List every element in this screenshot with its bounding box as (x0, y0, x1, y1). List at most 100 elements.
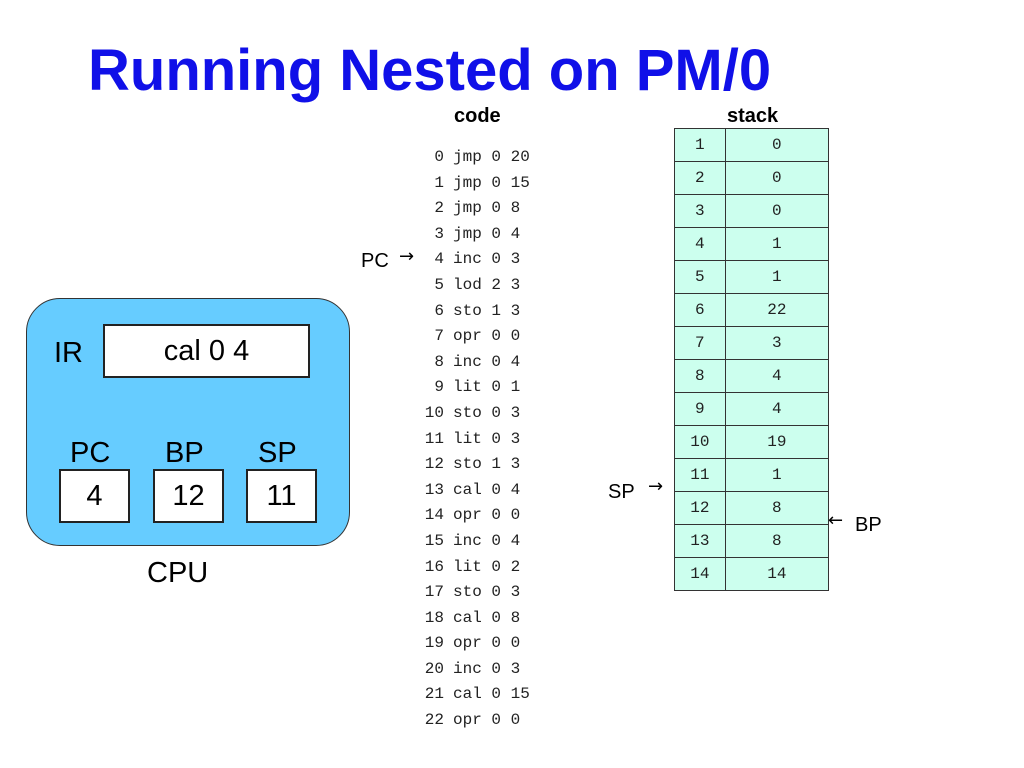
code-instruction: jmp 0 4 (453, 224, 521, 243)
stack-value: 22 (724, 293, 830, 327)
stack-index: 1 (674, 128, 726, 162)
stack-value: 8 (724, 524, 830, 558)
code-line-number: 0 (434, 148, 444, 166)
code-line: 0 jmp 0 20 (414, 145, 530, 171)
code-line-number: 17 (424, 583, 444, 602)
code-instruction: sto 1 3 (453, 301, 521, 320)
stack-index: 7 (674, 326, 726, 360)
ir-register-label: IR (54, 337, 83, 369)
code-instruction: opr 0 0 (453, 711, 521, 730)
code-line-number: 10 (424, 403, 444, 422)
stack-index: 5 (674, 260, 726, 294)
code-instruction: inc 0 3 (453, 659, 521, 678)
stack-bp-pointer-label: BP (855, 514, 882, 536)
stack-index: 12 (674, 491, 726, 525)
code-line-number: 5 (434, 275, 444, 294)
stack-value: 8 (724, 491, 830, 525)
code-line: 2 jmp 0 8 (414, 196, 530, 222)
stack-value: 19 (724, 425, 830, 459)
code-instruction: inc 0 4 (453, 531, 521, 550)
code-instruction: lit 0 1 (453, 378, 521, 397)
stack-index: 13 (674, 524, 726, 558)
code-line: 21 cal 0 15 (414, 682, 530, 708)
pc-register-value: 4 (59, 469, 130, 523)
stack-sp-arrow-icon: → (648, 476, 664, 497)
code-instruction: cal 0 8 (453, 608, 521, 627)
stack-heading: stack (727, 105, 779, 127)
code-line-number: 20 (424, 659, 444, 678)
code-instruction: sto 1 3 (453, 455, 521, 474)
code-line-number: 3 (434, 224, 444, 243)
stack-index: 14 (674, 557, 726, 591)
code-line: 6 sto 1 3 (414, 299, 530, 325)
ir-register-value: cal 0 4 (103, 324, 310, 378)
bp-register-label: BP (165, 437, 204, 469)
pc-register-label: PC (70, 437, 111, 469)
code-instruction: jmp 0 15 (453, 173, 530, 192)
code-instruction: cal 0 15 (453, 685, 530, 704)
stack-index: 2 (674, 161, 726, 195)
code-instruction: opr 0 0 (453, 634, 521, 653)
stack-value: 1 (724, 458, 830, 492)
stack-sp-pointer-label: SP (608, 481, 635, 503)
sp-register-label: SP (258, 437, 297, 469)
stack-index: 3 (674, 194, 726, 228)
stack-value: 1 (724, 260, 830, 294)
stack-index: 10 (674, 425, 726, 459)
stack-index: 11 (674, 458, 726, 492)
code-line: 3 jmp 0 4 (414, 222, 530, 248)
code-line-number: 22 (424, 711, 444, 730)
stack-value: 0 (724, 128, 830, 162)
stack-value: 3 (724, 326, 830, 360)
page-title: Running Nested on PM/0 (88, 38, 772, 103)
code-line: 22 opr 0 0 (414, 708, 530, 734)
code-heading: code (454, 105, 501, 127)
code-pc-pointer-label: PC (361, 250, 389, 272)
code-line-number: 16 (424, 557, 444, 576)
stack-value: 1 (724, 227, 830, 261)
stack-value: 0 (724, 194, 830, 228)
code-pc-arrow-icon: → (399, 246, 415, 267)
stack-value: 14 (724, 557, 830, 591)
code-instruction: jmp 0 8 (453, 199, 521, 218)
code-instruction: jmp 0 20 (453, 148, 530, 166)
code-line: 5 lod 2 3 (414, 273, 530, 299)
stack-value: 4 (724, 359, 830, 393)
code-line-number: 2 (434, 199, 444, 218)
code-line-number: 14 (424, 506, 444, 525)
code-line-number: 13 (424, 480, 444, 499)
code-line-number: 6 (434, 301, 444, 320)
code-line-number: 11 (424, 429, 444, 448)
code-instruction: opr 0 0 (453, 506, 521, 525)
code-line-number: 21 (424, 685, 444, 704)
code-line-number: 4 (434, 250, 444, 269)
code-line: 20 inc 0 3 (414, 657, 530, 683)
code-instruction: lod 2 3 (453, 275, 521, 294)
bp-register-value: 12 (153, 469, 224, 523)
stack-value: 4 (724, 392, 830, 426)
